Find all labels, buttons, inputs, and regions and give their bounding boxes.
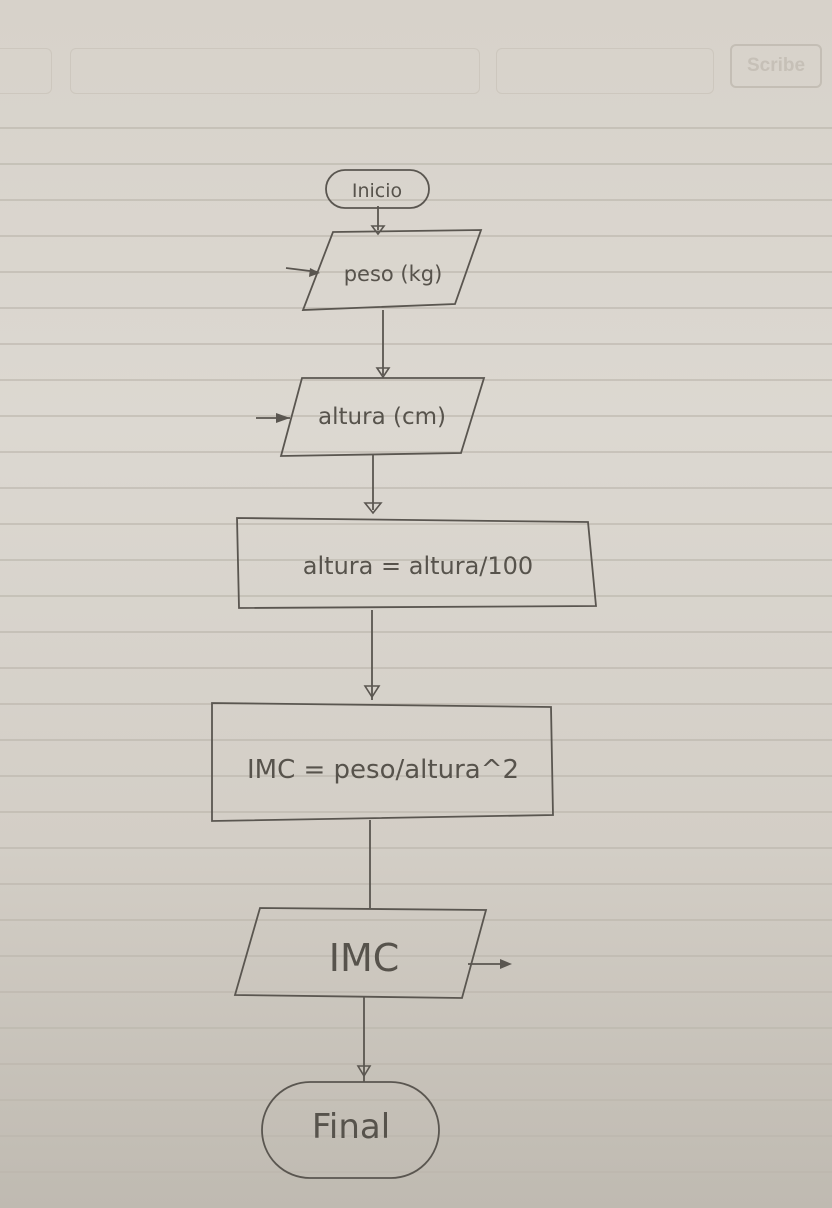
header-field-date [0, 48, 52, 94]
arrowhead-height [375, 367, 391, 379]
header-field-title [70, 48, 480, 94]
start-terminator [325, 169, 430, 209]
arrowhead-output [500, 959, 512, 969]
process-convert-label: altura = altura/100 [303, 552, 533, 580]
start-label: Inicio [352, 180, 402, 202]
input-height-parallelogram [279, 377, 486, 457]
process-bmi-label: IMC = peso/altura^2 [247, 755, 519, 785]
process-convert-box [236, 517, 597, 609]
arrowhead-bmi [363, 685, 381, 699]
arrowhead-weight [370, 225, 386, 236]
ruled-lines [0, 127, 832, 1173]
output-bmi-label: IMC [329, 936, 400, 980]
end-terminator [261, 1081, 440, 1179]
input-weight-parallelogram [301, 229, 483, 311]
output-bmi-parallelogram [233, 907, 488, 999]
input-height-label: altura (cm) [318, 404, 446, 430]
arrowhead-end [356, 1065, 372, 1078]
process-bmi-box [211, 702, 554, 822]
end-label: Final [312, 1107, 390, 1147]
arrowhead-convert [363, 502, 383, 515]
brand-logo: Scribe [730, 44, 822, 88]
arrowhead-input-height [276, 413, 290, 423]
input-weight-label: peso (kg) [344, 262, 443, 286]
arrowhead-input-weight [309, 268, 320, 277]
header-field-extra [496, 48, 714, 94]
